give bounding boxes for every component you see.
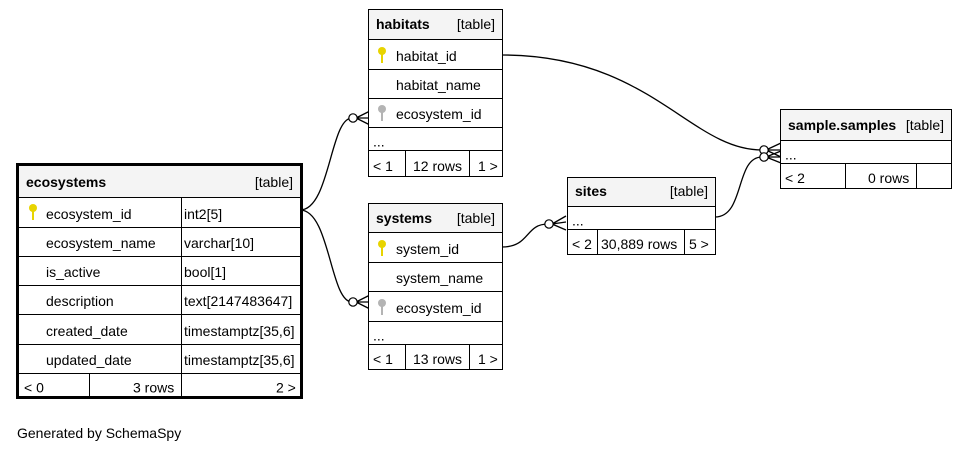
column-name: updated_date [46, 352, 132, 368]
column-type: timestamptz[35,6] [184, 322, 295, 339]
link-systems-sites [501, 223, 549, 248]
table-type: [table] [905, 117, 944, 133]
table-type: [table] [669, 183, 708, 199]
column-row: ... [369, 322, 502, 345]
column-row: ecosystem_name varchar[10] [19, 228, 300, 257]
table-header: sites [table] [568, 178, 715, 207]
primary-key-icon [378, 47, 386, 63]
link-ecosystems-habitats [299, 117, 353, 211]
column-row: ecosystem_id [369, 99, 502, 128]
foreign-key-icon [378, 299, 386, 315]
column-row: ... [568, 207, 715, 230]
column-row: updated_date timestamptz[35,6] [19, 345, 300, 374]
table-sites[interactable]: sites [table] ... < 2 30,889 rows 5 > [567, 177, 716, 255]
column-row: ... [781, 141, 951, 164]
column-row: system_name [369, 263, 502, 292]
column-name: ... [373, 327, 385, 344]
link-habitats-samples [501, 54, 763, 151]
column-row: ecosystem_id [369, 292, 502, 322]
table-footer: < 1 12 rows 1 > [369, 151, 502, 176]
link-end-circle [544, 219, 554, 229]
column-name: created_date [46, 322, 128, 339]
footer-rows: 0 rows [868, 170, 910, 186]
footer-rows: 30,889 rows [601, 236, 678, 252]
column-row: is_active bool[1] [19, 257, 300, 286]
column-row: created_date timestamptz[35,6] [19, 315, 300, 345]
column-name: habitat_id [396, 47, 457, 64]
table-name: sample.samples [788, 117, 897, 133]
table-type: [table] [254, 174, 293, 190]
footer-parents: < 2 [572, 236, 592, 252]
footer-children: 1 > [478, 157, 498, 174]
table-ecosystems[interactable]: ecosystems [table] ecosystem_id int2[5] … [16, 163, 303, 399]
primary-key-icon [378, 240, 386, 256]
column-name: is_active [46, 264, 101, 280]
footer-children: 1 > [478, 351, 498, 367]
generated-by-text: Generated by SchemaSpy [17, 425, 182, 441]
table-footer: < 0 3 rows 2 > [19, 374, 300, 396]
column-row: ecosystem_id int2[5] [19, 198, 300, 228]
column-name: ecosystem_id [46, 205, 132, 222]
table-name: sites [575, 183, 607, 199]
table-name: systems [376, 210, 433, 226]
footer-rows: 3 rows [133, 379, 175, 396]
footer-rows: 12 rows [413, 157, 463, 174]
column-type: timestamptz[35,6] [184, 352, 295, 368]
column-row: ... [369, 128, 502, 151]
link-end-circle [348, 113, 358, 123]
column-name: ecosystem_id [396, 299, 482, 316]
footer-parents: < 1 [373, 157, 393, 174]
column-name: description [46, 293, 114, 309]
link-end-circle [348, 297, 358, 307]
footer-children: 2 > [276, 379, 296, 396]
column-row: habitat_id [369, 40, 502, 70]
footer-parents: < 1 [373, 351, 393, 367]
table-header: sample.samples [table] [781, 110, 951, 141]
table-header: ecosystems [table] [19, 166, 300, 198]
column-name: ecosystem_id [396, 106, 482, 122]
column-name: system_id [396, 240, 460, 257]
column-name: ... [373, 133, 385, 150]
column-type: int2[5] [184, 205, 223, 222]
column-row: habitat_name [369, 70, 502, 99]
table-header: systems [table] [369, 204, 502, 233]
column-name: ... [785, 146, 797, 163]
table-habitats[interactable]: habitats [table] habitat_id habitat_name… [368, 9, 503, 177]
table-footer: < 1 13 rows 1 > [369, 345, 502, 369]
footer-parents: < 0 [24, 379, 44, 396]
column-type: bool[1] [184, 264, 227, 280]
column-type: varchar[10] [184, 235, 255, 251]
link-sites-samples [714, 156, 763, 218]
table-systems[interactable]: systems [table] system_id system_name ec… [368, 203, 503, 370]
footer-parents: < 2 [785, 170, 805, 186]
table-name: habitats [376, 16, 430, 32]
column-row: description text[2147483647] [19, 286, 300, 315]
footer-rows: 13 rows [413, 351, 463, 367]
table-footer: < 2 0 rows [781, 164, 951, 188]
column-name: habitat_name [396, 77, 481, 93]
foreign-key-icon [378, 105, 386, 121]
table-type: [table] [456, 16, 495, 32]
table-name: ecosystems [26, 174, 107, 190]
table-header: habitats [table] [369, 10, 502, 40]
column-name: ecosystem_name [46, 235, 156, 251]
footer-children: 5 > [689, 236, 709, 252]
column-name: system_name [396, 270, 484, 286]
table-footer: < 2 30,889 rows 5 > [568, 230, 715, 254]
column-row: system_id [369, 233, 502, 263]
table-type: [table] [456, 210, 495, 226]
link-ecosystems-systems [299, 209, 353, 303]
table-sample-samples[interactable]: sample.samples [table] ... < 2 0 rows [780, 109, 952, 189]
primary-key-icon [29, 204, 37, 220]
column-type: text[2147483647] [184, 293, 293, 309]
column-name: ... [572, 212, 584, 229]
link-end-circle [759, 152, 769, 162]
